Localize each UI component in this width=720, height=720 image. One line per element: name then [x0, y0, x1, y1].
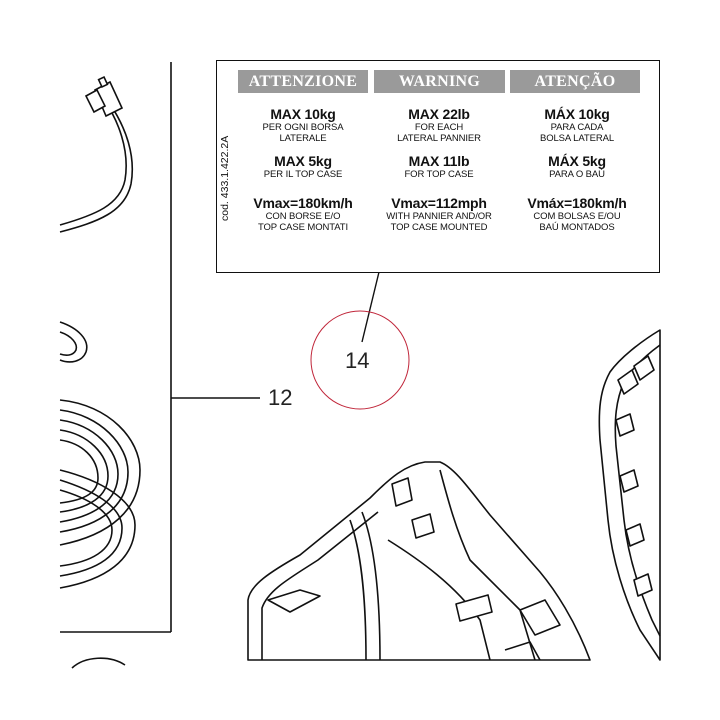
top-case-illustration	[247, 461, 591, 661]
warning-label: ATTENZIONE WARNING ATENÇÃO cod. 433.1.42…	[216, 60, 660, 273]
callout-14: 14	[345, 348, 370, 373]
max-topcase-load: MAX 11lb	[408, 153, 470, 169]
vmax: Vmax=112mph	[391, 195, 487, 211]
label-leader-line	[361, 271, 380, 343]
pannier-note-line2: LATERAL PANNIER	[397, 133, 481, 144]
vmax: Vmáx=180km/h	[527, 195, 627, 211]
topcase-note: FOR TOP CASE	[404, 169, 474, 180]
column-portuguese: MÁX 10kg PARA CADA BOLSA LATERAL MÁX 5kg…	[507, 106, 647, 234]
pannier-note-line2: BOLSA LATERAL	[539, 133, 615, 144]
max-pannier-load: MÁX 10kg	[544, 106, 610, 122]
vmax-note-line1: COM BOLSAS E/OU	[533, 211, 621, 222]
highlight-circle	[310, 310, 410, 410]
left-panel-frame	[60, 62, 172, 633]
callout-12: 12	[268, 385, 293, 410]
column-english: MAX 22lb FOR EACH LATERAL PANNIER MAX 11…	[369, 106, 509, 234]
max-topcase-load: MÁX 5kg	[548, 153, 606, 169]
max-topcase-load: MAX 5kg	[274, 153, 332, 169]
strap-illustration	[59, 321, 88, 363]
pannier-note-line1: PARA CADA	[550, 122, 604, 133]
cable-illustration	[59, 76, 134, 233]
max-pannier-load: MAX 10kg	[270, 106, 336, 122]
side-case-illustration	[598, 329, 661, 661]
max-pannier-load: MAX 22lb	[408, 106, 470, 122]
header-portuguese: ATENÇÃO	[510, 70, 640, 93]
vmax-note-line1: CON BORSE E/O	[265, 211, 341, 222]
topcase-note: PARA O BAÚ	[549, 169, 605, 180]
label-code: cod. 433.1.422.2A	[219, 135, 231, 221]
pannier-note-line2: LATERALE	[279, 133, 327, 144]
pannier-note-line1: FOR EACH	[414, 122, 464, 133]
vmax: Vmax=180km/h	[253, 195, 353, 211]
header-english: WARNING	[374, 70, 505, 93]
coiled-cord-illustration	[59, 399, 141, 589]
vmax-note-line2: TOP CASE MOUNTED	[390, 222, 488, 233]
vmax-note-line2: BAÚ MONTADOS	[539, 222, 615, 233]
header-italian: ATTENZIONE	[238, 70, 368, 93]
pannier-note-line1: PER OGNI BORSA	[262, 122, 344, 133]
vmax-note-line2: TOP CASE MONTATI	[257, 222, 349, 233]
column-italian: MAX 10kg PER OGNI BORSA LATERALE MAX 5kg…	[233, 106, 373, 234]
vmax-note-line1: WITH PANNIER AND/OR	[386, 211, 492, 222]
cord-bottom-curve	[71, 657, 126, 669]
topcase-note: PER IL TOP CASE	[263, 169, 343, 180]
